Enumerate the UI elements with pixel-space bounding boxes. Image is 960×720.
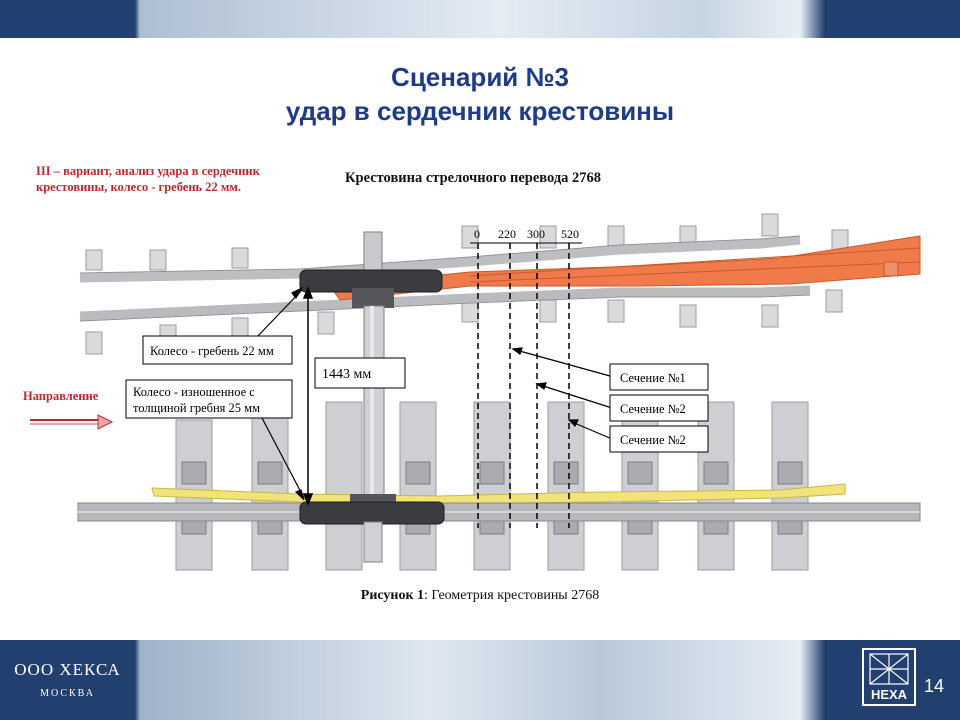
wheel-label-2-line-2: толщиной гребня 25 мм	[133, 401, 260, 415]
wheel-label-1: Колесо - гребень 22 мм	[150, 344, 274, 358]
company-name: ООО ХЕКСА	[14, 660, 121, 679]
axle	[363, 305, 385, 497]
section-tick-0: 0	[474, 227, 480, 241]
figure-caption-text: : Геометрия крестовины 2768	[424, 588, 600, 603]
figure-caption: Рисунок 1: Геометрия крестовины 2768	[0, 588, 960, 604]
wheel-label-2-line-1: Колесо - изношенное с	[133, 385, 255, 399]
upper-wheelset	[299, 231, 443, 308]
gauge-dimension	[302, 285, 314, 507]
lower-wheelset	[299, 494, 445, 563]
lower-sleepers	[175, 401, 809, 571]
upper-rail-edges	[79, 235, 811, 322]
company-city: МОСКВА	[40, 688, 95, 699]
page-number: 14	[924, 676, 945, 696]
logo-grid-icon	[869, 653, 909, 685]
section-label-2: Сечение №2	[620, 402, 686, 416]
wheel-label-2-box: Колесо - изношенное с толщиной гребня 25…	[125, 379, 293, 419]
section-tick-300: 300	[527, 227, 545, 241]
section-label-2-box: Сечение №2	[609, 394, 709, 422]
slide-title-line-1: Сценарий №3	[391, 62, 569, 92]
hexa-logo: HEXA	[862, 648, 916, 706]
upper-rails	[79, 235, 811, 321]
diagram-title: Крестовина стрелочного перевода 2768	[345, 170, 602, 186]
footer-band	[0, 640, 960, 720]
logo-text: HEXA	[870, 687, 908, 702]
section-tick-220: 220	[498, 227, 516, 241]
variant-note: III – вариант, анализ удара в сердечник …	[36, 164, 260, 194]
section-tick-520: 520	[561, 227, 579, 241]
section-label-1: Сечение №1	[620, 371, 686, 385]
slide-title-line-2: удар в сердечник крестовины	[285, 96, 675, 126]
section-tick-labels: 0 220 300 520	[474, 227, 579, 241]
lower-sleeper-plates	[181, 461, 803, 535]
direction-arrow	[30, 414, 114, 430]
section-label-3: Сечение №2	[620, 433, 686, 447]
gauge-label-box: 1443 мм	[314, 357, 406, 389]
direction-label: Направление	[23, 389, 99, 403]
section-lines	[477, 243, 570, 528]
figure-caption-bold: Рисунок 1	[360, 588, 425, 603]
section-label-1-box: Сечение №1	[609, 363, 709, 391]
guard-rail	[151, 483, 846, 505]
lower-rail	[77, 502, 921, 522]
header-band	[0, 0, 960, 38]
callout-leaders	[255, 286, 613, 501]
gauge-label: 1443 мм	[322, 367, 371, 382]
wheel-label-1-box: Колесо - гребень 22 мм	[142, 335, 293, 365]
section-label-3-box: Сечение №2	[609, 425, 709, 453]
